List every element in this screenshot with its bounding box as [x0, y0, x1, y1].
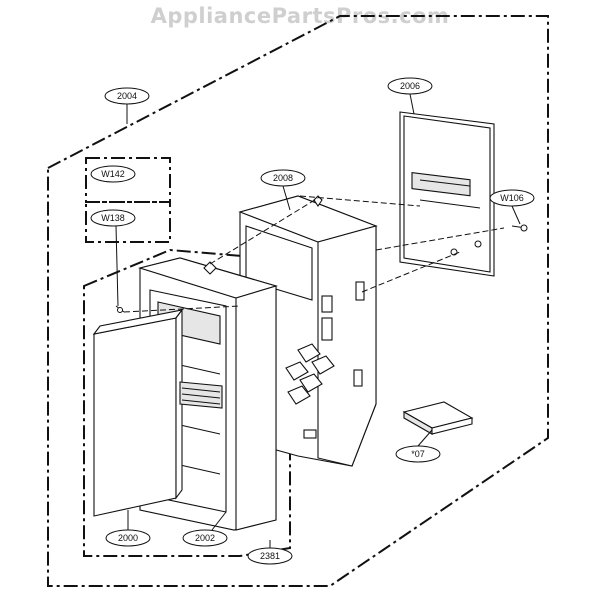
callout-w142-label: W142 [101, 169, 125, 179]
callout-2381: 2381 [247, 547, 293, 565]
assembly-boundary-2004 [47, 15, 549, 587]
part-2000-keypad [92, 308, 223, 517]
callout-w138-label: W138 [101, 213, 125, 223]
callout-2006: 2006 [387, 77, 433, 95]
callout-2004: 2004 [104, 87, 150, 105]
callout-2000: 2000 [105, 529, 151, 547]
group-box-w142 [85, 157, 171, 203]
part-2006-pcb [399, 111, 495, 277]
alignment-lines [123, 195, 505, 313]
assembly-boundary-2381 [83, 248, 291, 557]
callout-2008: 2008 [260, 169, 306, 187]
callout-w106-label: W106 [500, 193, 524, 203]
callout-2002: 2002 [182, 529, 228, 547]
part-w138-screw [115, 305, 125, 313]
callout-2008-label: 2008 [273, 173, 293, 183]
part-07-pad [402, 401, 474, 435]
callout-07: *07 [395, 445, 441, 463]
part-w106-screw [511, 224, 528, 232]
callout-2000-label: 2000 [118, 533, 138, 543]
callout-w142: W142 [90, 165, 136, 183]
callout-2004-label: 2004 [117, 91, 137, 101]
leader-lines [115, 93, 521, 548]
callout-2381-label: 2381 [260, 551, 280, 561]
callout-2006-label: 2006 [400, 81, 420, 91]
callout-07-label: *07 [411, 449, 425, 459]
callout-w138: W138 [90, 209, 136, 227]
callout-w106: W106 [489, 189, 535, 207]
callout-2002-label: 2002 [195, 533, 215, 543]
group-box-w138 [85, 201, 171, 243]
